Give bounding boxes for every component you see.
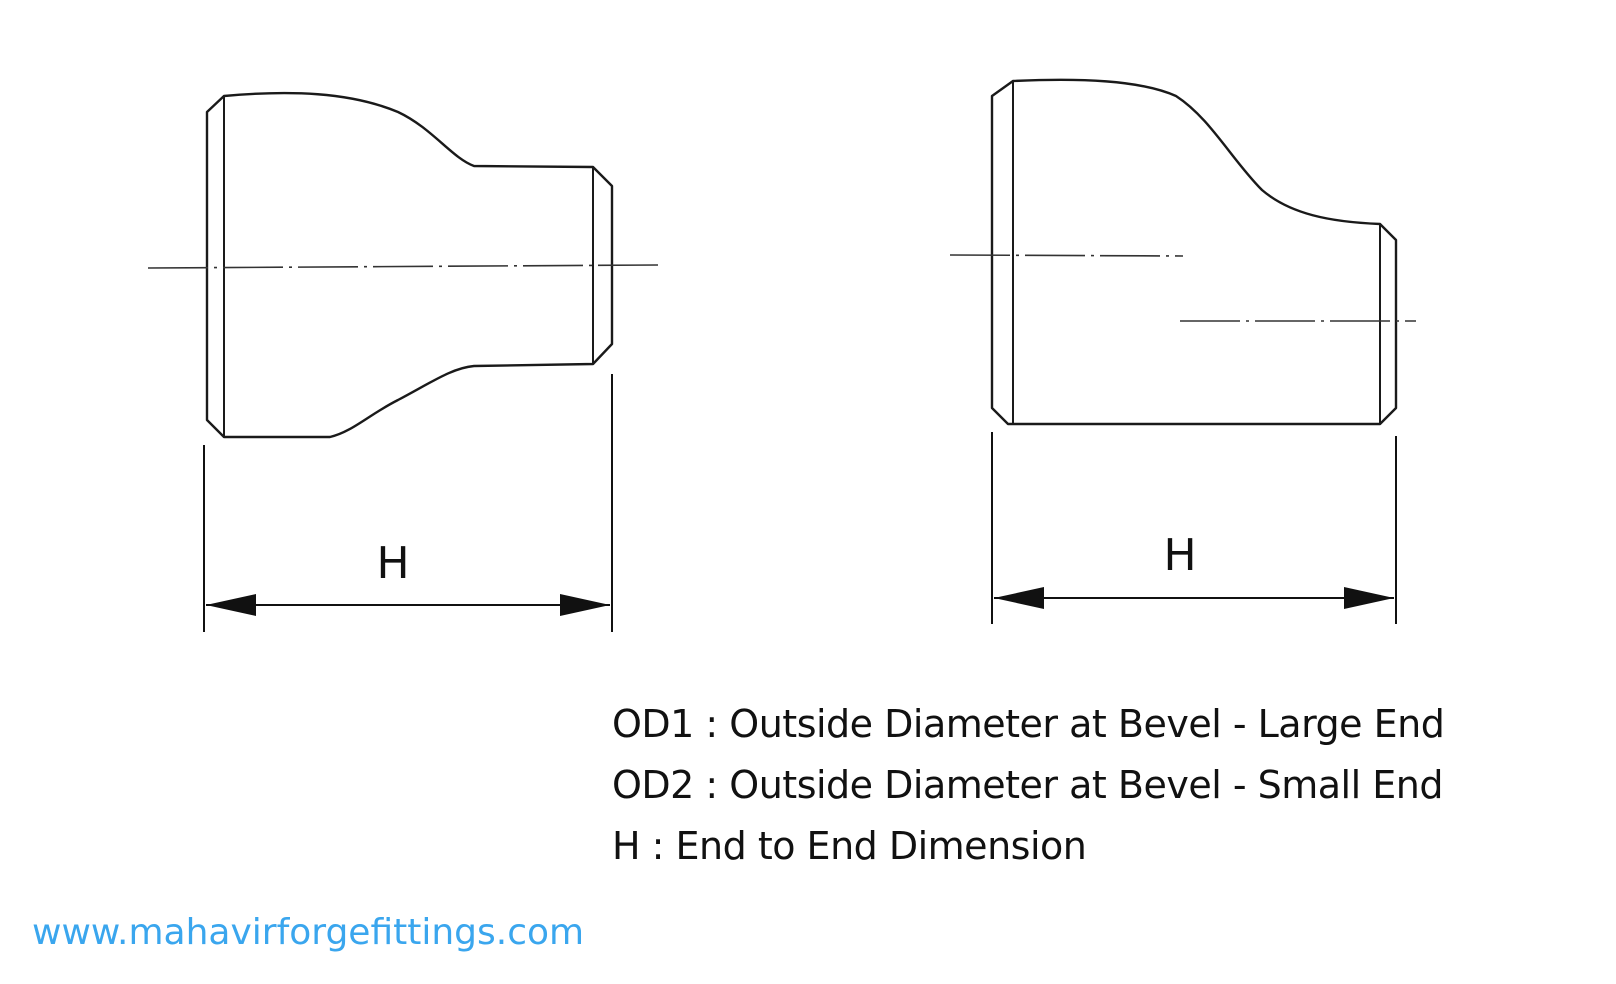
eccentric-reducer-outline <box>990 78 1398 426</box>
concentric-arrow-right <box>560 594 610 616</box>
concentric-reducer-outline <box>205 91 614 439</box>
legend-od1: OD1 : Outside Diameter at Bevel - Large … <box>612 702 1445 746</box>
concentric-arrow-left <box>206 594 256 616</box>
eccentric-large-end-centerline <box>949 254 1184 257</box>
concentric-dimension-label: H <box>376 538 409 589</box>
legend-od2: OD2 : Outside Diameter at Bevel - Small … <box>612 763 1443 807</box>
eccentric-dimension: H <box>991 432 1397 624</box>
website-url: www.mahavirforgefittings.com <box>32 912 585 953</box>
concentric-reducer: H <box>147 91 659 632</box>
concentric-centerline <box>147 264 659 269</box>
dimension-legend: OD1 : Outside Diameter at Bevel - Large … <box>612 694 1445 877</box>
eccentric-dimension-label: H <box>1163 530 1196 581</box>
legend-h: H : End to End Dimension <box>612 824 1087 868</box>
eccentric-arrow-left <box>994 587 1044 609</box>
eccentric-reducer: H <box>949 78 1416 624</box>
eccentric-arrow-right <box>1344 587 1394 609</box>
concentric-dimension: H <box>203 374 613 632</box>
